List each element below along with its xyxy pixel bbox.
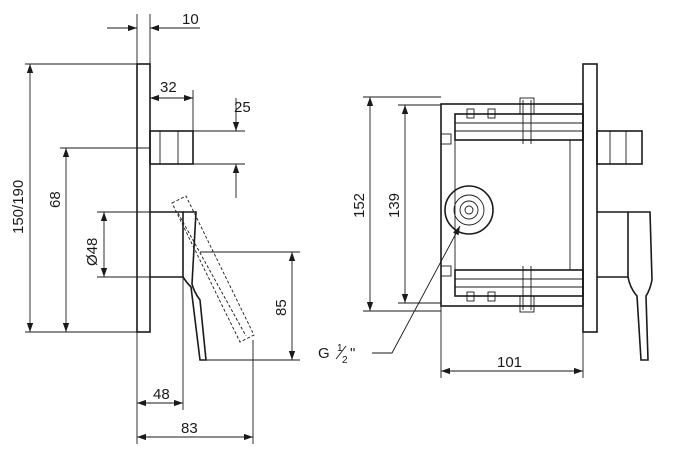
mounting-frame-bottom [454,269,584,297]
dim-label-68: 68 [47,191,64,208]
side-wall-plate [136,63,151,333]
dim-label-101: 101 [497,354,522,371]
mounting-box [440,103,584,307]
side-lever-rotated-outline [171,195,255,343]
dim-label-85: 85 [273,299,290,316]
mounting-frame-top [454,113,584,141]
thread-prefix: G [318,345,330,362]
front-wall-plate [582,63,598,333]
thread-label: G [318,345,330,362]
side-outlet-cylinder [149,130,194,165]
dim-label-150-190: 150/190 [10,180,27,234]
front-lever [627,211,653,361]
dim-label-139: 139 [386,193,403,218]
dim-label-48-diameter: Ø48 [84,238,101,266]
dim-label-48-bottom: 48 [153,386,170,403]
side-lever [182,211,207,361]
thread-numerator: 1 [337,343,343,354]
dim-label-32: 32 [160,79,177,96]
side-view: 10 32 25 150/190 68 Ø48 85 48 83 [10,11,300,444]
thread-leader-line [372,225,461,354]
side-handle-body [150,211,184,278]
dim-label-10: 10 [182,11,199,28]
dim-label-25: 25 [234,99,251,116]
dim-label-152: 152 [351,193,368,218]
thread-suffix: " [350,345,355,362]
dim-label-83: 83 [181,420,198,437]
front-handle-body [597,211,629,278]
cartridge-outer-ring [444,185,494,235]
front-outlet-cylinder [596,130,643,165]
thread-denominator: 2 [342,355,348,366]
front-view: 152 139 101 G 1 2 " [318,63,653,378]
